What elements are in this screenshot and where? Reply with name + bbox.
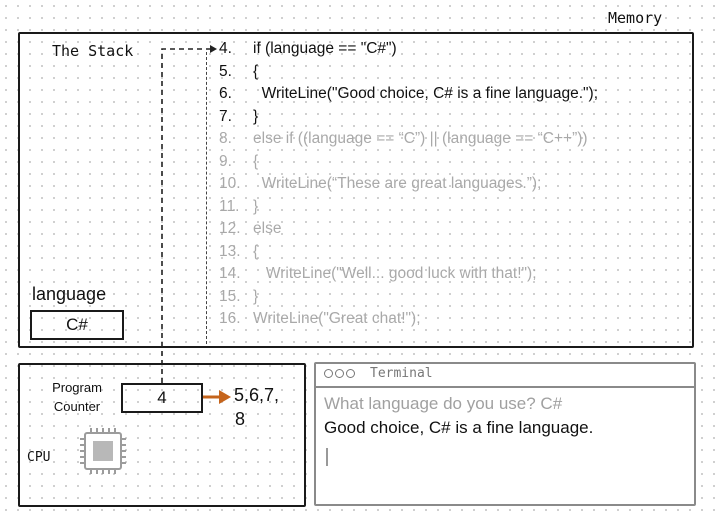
code-line-text: if (language == "C#") (253, 40, 397, 57)
close-dot-icon[interactable] (324, 369, 333, 378)
chip-pin (80, 444, 85, 446)
code-line: 7.} (219, 106, 598, 129)
chip-pin (102, 428, 104, 433)
code-line-text: } (253, 287, 259, 305)
code-line: 12. else (219, 218, 598, 241)
chip-pin (90, 428, 92, 433)
stack-label: The Stack (52, 42, 134, 60)
code-line-number: 5. (219, 62, 232, 80)
code-line-text: { (253, 152, 259, 170)
pc-pointer-arrowhead (210, 45, 217, 53)
chip-pin (96, 469, 98, 474)
code-line-text: } (253, 107, 259, 125)
code-line: 8. else if ((language == “C”) || (languag… (219, 128, 598, 151)
chip-pin (102, 469, 104, 474)
chip-pin (121, 462, 126, 464)
chip-pin (121, 450, 126, 452)
terminal-response-line: Good choice, C# is a fine language. (324, 418, 594, 437)
memory-frame (18, 32, 694, 348)
zoom-dot-icon[interactable] (346, 369, 355, 378)
variable-value-box: C# (30, 310, 124, 340)
code-line: 5. { (219, 61, 598, 84)
terminal-output[interactable]: What language do you use? C# Good choice… (324, 392, 593, 440)
memory-label: Memory (608, 9, 663, 27)
code-line-number: 14. (219, 265, 241, 282)
code-line: 4. if (language == "C#") (219, 38, 598, 61)
terminal-title: Terminal (370, 366, 433, 381)
code-line: 10. WriteLine(“These are great languages… (219, 173, 598, 196)
code-line-text: { (253, 62, 259, 80)
code-line: 11.} (219, 196, 598, 219)
code-line-number: 11. (219, 197, 240, 215)
chip-pin (80, 450, 85, 452)
program-counter-label-line1: Program (52, 380, 102, 395)
terminal-window: Terminal What language do you use? C# Go… (314, 362, 696, 506)
code-line: 9. { (219, 151, 598, 174)
chip-pin (108, 428, 110, 433)
chip-pin (80, 438, 85, 440)
code-line-text: WriteLine("Good choice, C# is a fine lan… (253, 85, 599, 102)
code-line-text: { (253, 242, 259, 260)
chip-pin (121, 444, 126, 446)
chip-pin (108, 469, 110, 474)
cpu-label: CPU (27, 450, 51, 465)
pc-pointer-dashed-line (161, 48, 210, 383)
code-line: 15.} (219, 286, 598, 309)
code-line-number: 13. (219, 242, 241, 260)
code-line-text: } (253, 197, 259, 215)
variable-name: language (32, 284, 107, 304)
code-line-text: WriteLine(“These are great languages.”); (253, 175, 542, 192)
program-counter-value: 4 (121, 383, 203, 413)
code-listing: 4. if (language == "C#") 5. {6. WriteLine("… (219, 38, 598, 331)
chip-pin (96, 428, 98, 433)
next-lines-text-2: 8 (235, 409, 246, 429)
code-line-number: 4. (219, 40, 232, 57)
next-lines-text-1: 5,6,7, (234, 385, 280, 405)
code-line: 16. WriteLine("Great chat!"); (219, 308, 598, 331)
code-line-number: 12. (219, 220, 241, 237)
cpu-chip-icon (80, 428, 126, 474)
program-counter-next-lines: 5,6,7, 8 (234, 383, 294, 431)
code-line: 13. { (219, 241, 598, 264)
chip-pin (80, 462, 85, 464)
code-line-number: 16. (219, 310, 241, 327)
code-line-number: 8. (219, 130, 232, 147)
code-line-number: 15. (219, 287, 241, 305)
next-lines-arrowhead (219, 390, 231, 404)
code-line-number: 9. (219, 152, 232, 170)
code-line-text: WriteLine("Great chat!"); (253, 310, 421, 327)
code-line: 6. WriteLine("Good choice, C# is a fine … (219, 83, 598, 106)
chip-pin (121, 456, 126, 458)
stack-code-divider (206, 52, 207, 344)
cpu-core (93, 441, 113, 461)
code-line-number: 7. (219, 107, 232, 125)
terminal-cursor (326, 448, 328, 466)
program-counter-label: Program Counter (40, 378, 114, 416)
minimize-dot-icon[interactable] (335, 369, 344, 378)
code-line: 14. WriteLine("Well... good luck with th… (219, 263, 598, 286)
chip-pin (80, 456, 85, 458)
code-line-text: else (253, 220, 282, 237)
terminal-prompt-line: What language do you use? C# (324, 394, 563, 413)
window-controls (324, 369, 355, 378)
code-line-number: 10. (219, 175, 241, 192)
chip-pin (121, 438, 126, 440)
code-line-text: WriteLine("Well... good luck with that!"… (253, 265, 537, 282)
chip-pin (114, 428, 116, 433)
terminal-title-bar: Terminal (316, 364, 694, 388)
chip-pin (90, 469, 92, 474)
cpu-frame (18, 363, 306, 507)
chip-pin (114, 469, 116, 474)
code-line-number: 6. (219, 85, 232, 102)
code-line-text: else if ((language == “C”) || (language … (253, 130, 588, 147)
program-counter-label-line2: Counter (53, 399, 101, 414)
